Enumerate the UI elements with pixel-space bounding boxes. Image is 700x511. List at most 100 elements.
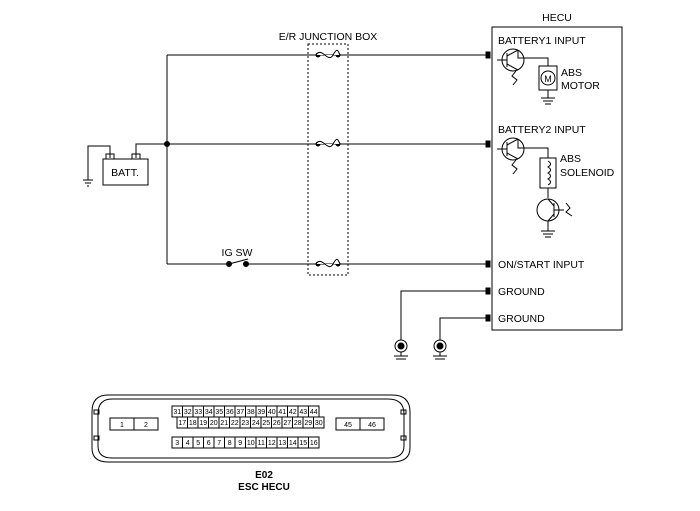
hecu-title: HECU	[542, 12, 572, 24]
pin-label: 5	[196, 440, 200, 447]
pin-label: 25	[262, 420, 270, 427]
fuse-2	[315, 138, 341, 148]
pin-label: 40	[268, 409, 276, 416]
pin-label: 18	[189, 420, 197, 427]
connector-pin-2: 2	[133, 417, 159, 431]
hecu-module: HECU BATTERY1 INPUT BATTERY2 INPUT ON/ST…	[485, 12, 623, 331]
connector-pin-3: 3	[171, 436, 183, 449]
pin-label: 30	[315, 420, 323, 427]
connector-pin-43: 43	[297, 405, 309, 418]
abs-motor-label-1: ABS	[561, 67, 582, 79]
pin-label: 16	[310, 440, 318, 447]
battery: BATT.	[83, 143, 167, 187]
connector-pin-44: 44	[308, 405, 320, 418]
connector-pin-17: 17	[176, 416, 188, 429]
battery2-input-label: BATTERY2 INPUT	[498, 124, 586, 136]
ground-symbol-1	[394, 339, 408, 360]
ground-label-2: GROUND	[498, 313, 545, 325]
transistor-2	[497, 137, 549, 175]
pin-label: 32	[184, 409, 192, 416]
pin-label: 44	[310, 409, 318, 416]
pin-label: 20	[210, 420, 218, 427]
connector-pin-1: 1	[109, 417, 135, 431]
pin-label: 11	[258, 440, 265, 447]
pin-label: 45	[344, 422, 352, 429]
connector-pin-45: 45	[335, 417, 361, 431]
connector-pin-24: 24	[250, 416, 262, 429]
pin-label: 26	[273, 420, 281, 427]
connector-pin-30: 30	[313, 416, 325, 429]
connector-name: ESC HECU	[238, 482, 290, 493]
connector-pin-35: 35	[213, 405, 225, 418]
on-start-input-label: ON/START INPUT	[498, 259, 585, 271]
pin-label: 19	[199, 420, 207, 427]
pin-label: 43	[299, 409, 307, 416]
connector-pin-21: 21	[218, 416, 230, 429]
connector-pin-33: 33	[192, 405, 204, 418]
pin-label: 3	[175, 440, 179, 447]
connector-pin-6: 6	[203, 436, 215, 449]
connector-pin-39: 39	[255, 405, 267, 418]
connector-pin-42: 42	[287, 405, 299, 418]
abs-motor: M ABS MOTOR	[538, 65, 600, 105]
ground-symbol-2	[433, 339, 447, 360]
connector-pin-26: 26	[271, 416, 283, 429]
connector-pin-40: 40	[266, 405, 278, 418]
connector-pin-18: 18	[187, 416, 199, 429]
pin-label: 34	[205, 409, 213, 416]
pin-label: 12	[268, 440, 276, 447]
connector-pin-10: 10	[245, 436, 257, 449]
connector-pin-31: 31	[171, 405, 183, 418]
abs-motor-label-2: MOTOR	[561, 80, 600, 92]
connector-pin-13: 13	[276, 436, 288, 449]
transistor-3	[536, 198, 573, 238]
pin-label: 15	[299, 440, 307, 447]
junction-box-label: E/R JUNCTION BOX	[279, 31, 378, 43]
connector-pin-32: 32	[182, 405, 194, 418]
connector-pin-8: 8	[224, 436, 236, 449]
pin-label: 6	[207, 440, 211, 447]
pin-label: 37	[236, 409, 244, 416]
pin-label: 7	[217, 440, 221, 447]
motor-symbol: M	[544, 74, 552, 84]
pin-label: 9	[238, 440, 242, 447]
battery1-input-label: BATTERY1 INPUT	[498, 35, 586, 47]
pin-label: 8	[228, 440, 232, 447]
connector-pin-14: 14	[287, 436, 299, 449]
pin-label: 28	[294, 420, 302, 427]
pin-label: 4	[186, 440, 190, 447]
pin-label: 2	[144, 422, 148, 429]
pin-label: 41	[278, 409, 286, 416]
pin-label: 17	[178, 420, 186, 427]
wire-ground-2	[439, 317, 488, 340]
connector-pin-9: 9	[234, 436, 246, 449]
pin-label: 33	[194, 409, 202, 416]
battery-label: BATT.	[111, 167, 139, 179]
pin-label: 31	[173, 409, 181, 416]
connector-pin-27: 27	[281, 416, 293, 429]
connector-pin-16: 16	[308, 436, 320, 449]
connector-pin-22: 22	[229, 416, 241, 429]
connector-pin-46: 46	[359, 417, 385, 431]
connector-pin-19: 19	[197, 416, 209, 429]
ig-switch-label: IG SW	[222, 247, 253, 259]
pin-label: 39	[257, 409, 265, 416]
pin-label: 1	[120, 422, 124, 429]
connector-id: E02	[255, 470, 273, 481]
junction-box: E/R JUNCTION BOX	[279, 31, 378, 276]
abs-solenoid: ABS SOLENOID	[539, 153, 615, 198]
pin-label: 46	[368, 422, 376, 429]
fuse-3	[315, 258, 341, 268]
wire-ground-1	[400, 290, 488, 340]
connector-pin-11: 11	[255, 436, 267, 449]
connector-pin-5: 5	[192, 436, 204, 449]
pin-label: 27	[283, 420, 291, 427]
connector-pin-36: 36	[224, 405, 236, 418]
abs-solenoid-label-2: SOLENOID	[560, 167, 615, 179]
pin-label: 36	[226, 409, 234, 416]
pin-label: 21	[220, 420, 228, 427]
pin-label: 35	[215, 409, 223, 416]
